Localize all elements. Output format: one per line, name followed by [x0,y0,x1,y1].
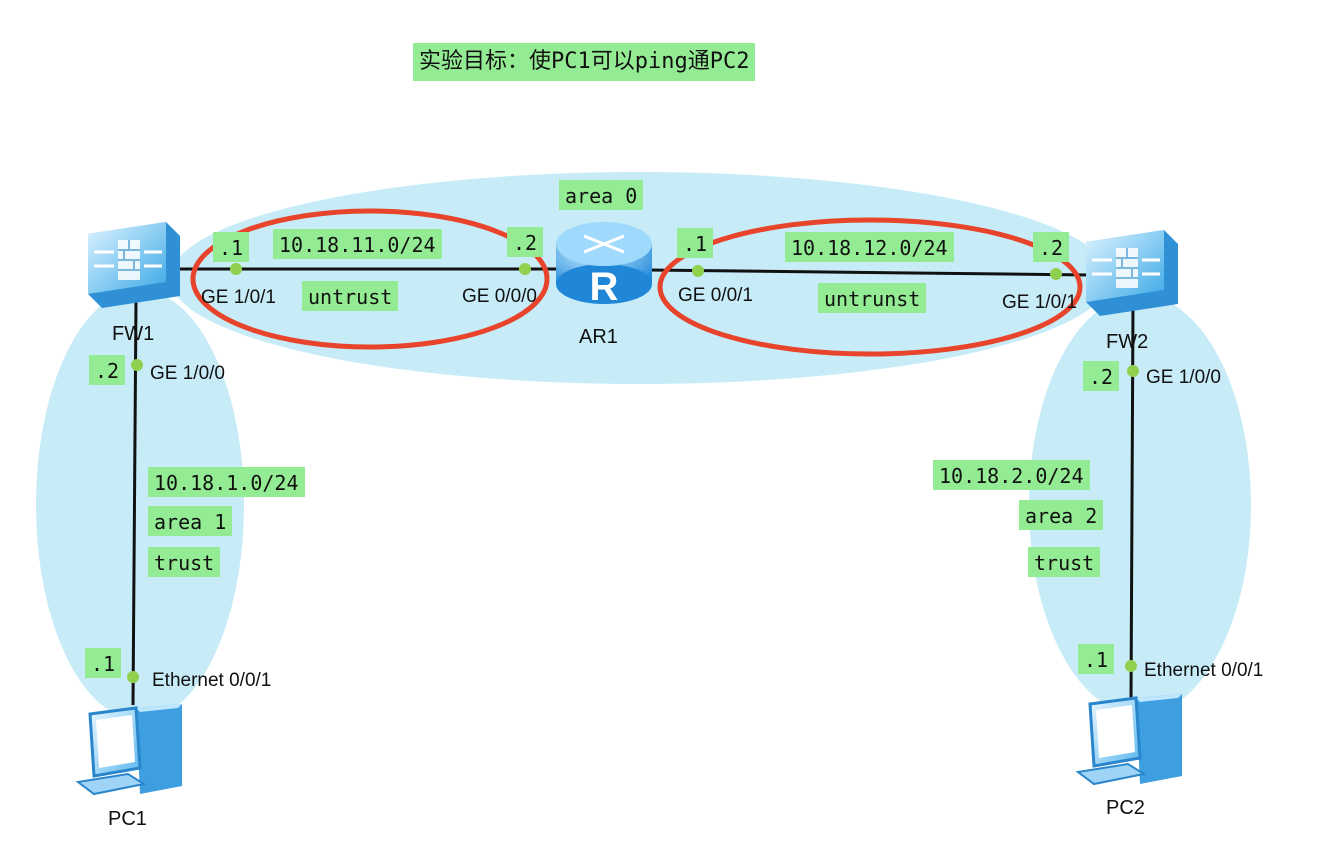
port-dot-fw2-ge100 [1127,365,1139,377]
zone-untrust-right: untrunst [818,283,927,313]
host-fw2-ge100: .2 [1083,361,1120,391]
host-fw2-ge101: .2 [1033,232,1070,262]
zone-trust-left: trust [148,547,221,577]
iface-ar1-ge001: GE 0/0/1 [678,285,753,306]
host-fw1-ge101: .1 [213,232,250,262]
network-10-18-12: 10.18.12.0/24 [785,232,954,262]
router-icon[interactable]: R [556,222,652,309]
zone-untrust-left: untrust [302,281,399,311]
link-fw2-pc2 [1129,304,1135,701]
device-name-fw2: FW2 [1106,331,1149,353]
area-0-label: area 0 [559,180,644,210]
network-10-18-11: 10.18.11.0/24 [273,229,442,259]
device-name-pc1: PC1 [108,808,147,830]
iface-pc1-eth: Ethernet 0/0/1 [152,670,272,691]
port-dot-fw1-ge100 [131,359,143,371]
host-ar1-ge001: .1 [677,228,714,258]
area-1-label: area 1 [148,506,233,536]
device-name-pc2: PC2 [1106,797,1145,819]
computer-icon[interactable] [1075,694,1182,786]
host-pc1-eth: .1 [85,648,122,678]
device-name-ar1: AR1 [579,326,618,348]
area-2-label: area 2 [1019,500,1104,530]
iface-pc2-eth: Ethernet 0/0/1 [1144,660,1264,681]
host-fw1-ge100: .2 [89,355,126,385]
host-ar1-ge000: .2 [507,227,544,257]
port-dot-pc1-eth [127,671,139,683]
host-pc2-eth: .1 [1078,644,1115,674]
port-dot-fw2-ge101 [1050,268,1062,280]
firewall-icon[interactable] [88,222,180,308]
iface-ar1-ge000: GE 0/0/0 [462,286,537,307]
iface-fw1-ge101: GE 1/0/1 [201,287,276,308]
port-dot-ar1-ge001 [692,265,704,277]
iface-fw2-ge100: GE 1/0/0 [1146,367,1221,388]
iface-fw2-ge101: GE 1/0/1 [1002,292,1077,313]
port-dot-ar1-ge000 [519,263,531,275]
router-glyph: R [590,265,619,309]
diagram-title: 实验目标：使PC1可以ping通PC2 [413,43,756,81]
firewall-icon[interactable] [1086,230,1178,316]
port-dot-pc2-eth [1125,660,1137,672]
device-name-fw1: FW1 [112,323,155,345]
zone-trust-right: trust [1028,547,1101,577]
computer-icon[interactable] [75,704,182,796]
iface-fw1-ge100: GE 1/0/0 [150,363,225,384]
untrust-zone-ring-right [657,217,1083,357]
port-dot-fw1-ge101 [230,263,242,275]
network-10-18-1: 10.18.1.0/24 [148,467,305,497]
untrust-zone-ring-left [190,208,550,350]
network-10-18-2: 10.18.2.0/24 [933,460,1090,490]
area-2-region [1029,295,1251,715]
area-1-region [36,290,244,720]
link-ar1-fw2 [647,268,1091,277]
